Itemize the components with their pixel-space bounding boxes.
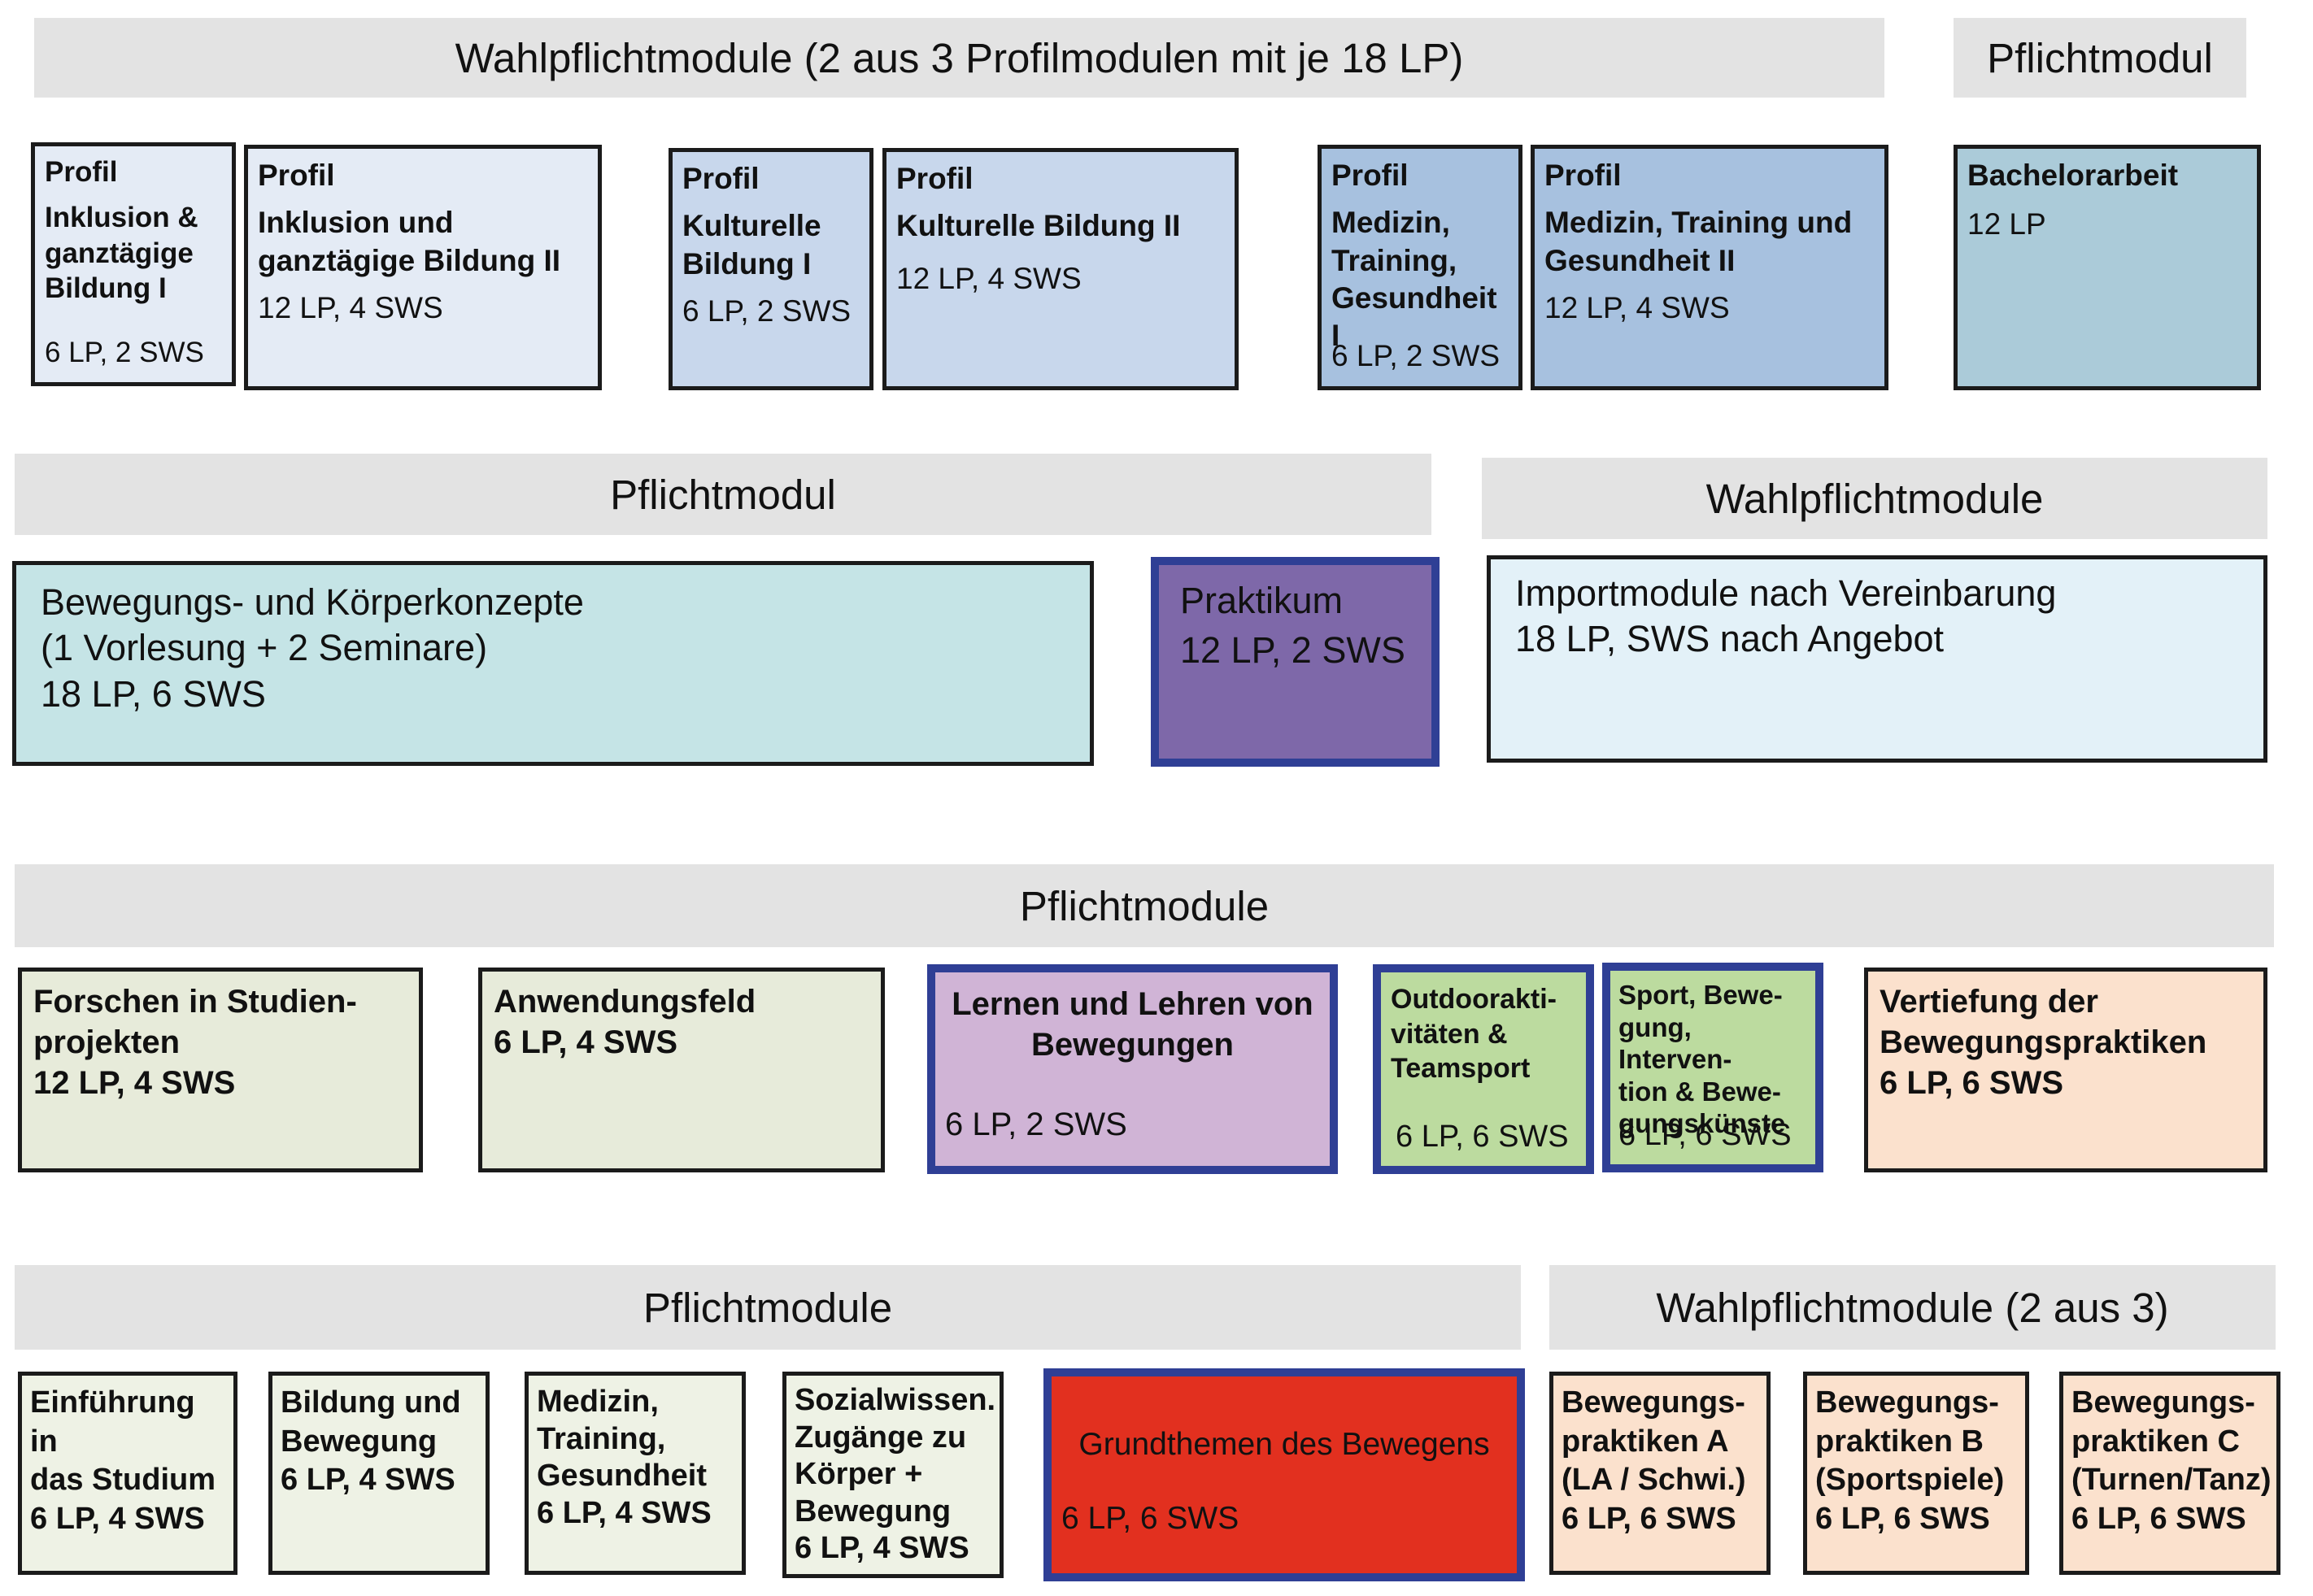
header-wahlpflichtmodule-2-aus-3: Wahlpflichtmodule (2 aus 3): [1549, 1265, 2276, 1350]
module-bewegungspraktiken-a: Bewegungs- praktiken A (LA / Schwi.) 6 L…: [1549, 1372, 1771, 1575]
module-profil-medizin-1: Profil Medizin, Training, Gesundheit I 6…: [1318, 145, 1522, 390]
module-outdooraktivitaeten-teamsport: Outdoorakti- vitäten & Teamsport 6 LP, 6…: [1373, 964, 1594, 1174]
module-title: Grundthemen des Bewegens: [1078, 1427, 1490, 1462]
module-meta: 6 LP, 6 SWS: [1061, 1501, 1239, 1537]
module-label: Profil: [1331, 159, 1409, 192]
module-label: Profil: [682, 162, 760, 195]
module-profil-inklusion-1: Profil Inklusion & ganztägige Bildung I …: [31, 142, 236, 386]
module-anwendungsfeld: Anwendungsfeld 6 LP, 4 SWS: [478, 968, 885, 1172]
module-meta: 12 LP: [1967, 207, 2046, 241]
module-importmodule: Importmodule nach Vereinbarung 18 LP, SW…: [1487, 555, 2267, 763]
module-label: Profil: [1544, 159, 1622, 192]
module-forschen-studienprojekte: Forschen in Studien- projekten 12 LP, 4 …: [18, 968, 423, 1172]
module-title: Importmodule nach Vereinbarung 18 LP, SW…: [1515, 572, 2057, 660]
module-medizin-training-gesundheit: Medizin, Training, Gesundheit 6 LP, 4 SW…: [525, 1372, 746, 1575]
module-label: Profil: [258, 159, 335, 192]
module-title: Kulturelle Bildung II: [896, 209, 1181, 243]
module-profil-medizin-2: Profil Medizin, Training und Gesundheit …: [1531, 145, 1888, 390]
module-sport-bewegung-intervention: Sport, Bewe- gung, Interven- tion & Bewe…: [1602, 963, 1823, 1172]
header-wahlpflichtmodule: Wahlpflichtmodule: [1482, 458, 2267, 539]
module-title: Sport, Bewe- gung, Interven- tion & Bewe…: [1618, 980, 1786, 1139]
module-einfuehrung-studium: Einführung in das Studium 6 LP, 4 SWS: [18, 1372, 237, 1575]
module-title: Forschen in Studien- projekten 12 LP, 4 …: [33, 984, 357, 1101]
module-label: Profil: [45, 156, 118, 188]
module-title: Medizin, Training und Gesundheit II: [1544, 206, 1853, 277]
header-pflichtmodul: Pflichtmodul: [15, 454, 1431, 535]
module-meta: 6 LP, 6 SWS: [1396, 1119, 1569, 1154]
module-title: Vertiefung der Bewegungspraktiken 6 LP, …: [1880, 984, 2207, 1101]
module-title: Einführung in das Studium 6 LP, 4 SWS: [30, 1385, 216, 1536]
module-label: Profil: [896, 162, 974, 195]
module-title: Bewegungs- praktiken C (Turnen/Tanz) 6 L…: [2071, 1385, 2272, 1536]
module-title: Praktikum 12 LP, 2 SWS: [1180, 580, 1405, 671]
module-bewegungspraktiken-b: Bewegungs- praktiken B (Sportspiele) 6 L…: [1803, 1372, 2029, 1575]
module-title: Bewegungs- praktiken B (Sportspiele) 6 L…: [1815, 1385, 2005, 1536]
module-meta: 6 LP, 2 SWS: [45, 337, 204, 369]
module-title: Anwendungsfeld 6 LP, 4 SWS: [494, 984, 756, 1060]
module-profil-inklusion-2: Profil Inklusion und ganztägige Bildung …: [244, 145, 602, 390]
module-meta: 6 LP, 2 SWS: [1331, 338, 1501, 372]
module-bewegungs-koerperkonzepte: Bewegungs- und Körperkonzepte (1 Vorlesu…: [12, 561, 1094, 766]
module-profil-kulturelle-1: Profil Kulturelle Bildung I 6 LP, 2 SWS: [669, 148, 873, 390]
module-meta: 6 LP, 2 SWS: [682, 294, 852, 328]
module-bildung-bewegung: Bildung und Bewegung 6 LP, 4 SWS: [268, 1372, 490, 1575]
module-title: Bewegungs- und Körperkonzepte (1 Vorlesu…: [41, 581, 584, 715]
module-meta: 12 LP, 4 SWS: [258, 290, 443, 324]
header-pflichtmodule: Pflichtmodule: [15, 864, 2274, 947]
module-title: Outdoorakti- vitäten & Teamsport: [1391, 984, 1557, 1084]
module-praktikum: Praktikum 12 LP, 2 SWS: [1151, 557, 1440, 767]
module-meta: 12 LP, 4 SWS: [1544, 290, 1730, 324]
header-pflichtmodul-bachelor: Pflichtmodul: [1954, 18, 2246, 98]
module-profil-kulturelle-2: Profil Kulturelle Bildung II 12 LP, 4 SW…: [882, 148, 1239, 390]
module-title: Bewegungs- praktiken A (LA / Schwi.) 6 L…: [1562, 1385, 1746, 1536]
module-title: Medizin, Training, Gesundheit I: [1331, 206, 1497, 352]
module-lernen-lehren: Lernen und Lehren von Bewegungen 6 LP, 2…: [927, 964, 1338, 1174]
module-bachelorarbeit: Bachelorarbeit 12 LP: [1954, 145, 2261, 390]
header-wahlpflicht-profil: Wahlpflichtmodule (2 aus 3 Profilmodulen…: [34, 18, 1884, 98]
module-label: Bachelorarbeit: [1967, 159, 2179, 192]
module-meta: 12 LP, 4 SWS: [896, 261, 1082, 295]
module-bewegungspraktiken-c: Bewegungs- praktiken C (Turnen/Tanz) 6 L…: [2059, 1372, 2280, 1575]
module-grundthemen-bewegens: Grundthemen des Bewegens 6 LP, 6 SWS: [1043, 1368, 1525, 1581]
module-title: Bildung und Bewegung 6 LP, 4 SWS: [281, 1385, 461, 1497]
module-vertiefung-bewegungspraktiken: Vertiefung der Bewegungspraktiken 6 LP, …: [1864, 968, 2267, 1172]
module-title: Sozialwissen. Zugänge zu Körper + Bewegu…: [795, 1383, 996, 1566]
module-title: Medizin, Training, Gesundheit 6 LP, 4 SW…: [537, 1385, 712, 1530]
module-sozialwissen-zugaenge: Sozialwissen. Zugänge zu Körper + Bewegu…: [782, 1372, 1004, 1578]
module-meta: 6 LP, 2 SWS: [945, 1107, 1127, 1142]
module-title: Inklusion und ganztägige Bildung II: [258, 206, 561, 277]
header-pflichtmodule-basis: Pflichtmodule: [15, 1265, 1521, 1350]
module-title: Lernen und Lehren von Bewegungen: [952, 986, 1313, 1063]
module-meta: 6 LP, 6 SWS: [1618, 1118, 1792, 1153]
module-title: Inklusion & ganztägige Bildung I: [45, 201, 198, 305]
module-title: Kulturelle Bildung I: [682, 209, 821, 280]
